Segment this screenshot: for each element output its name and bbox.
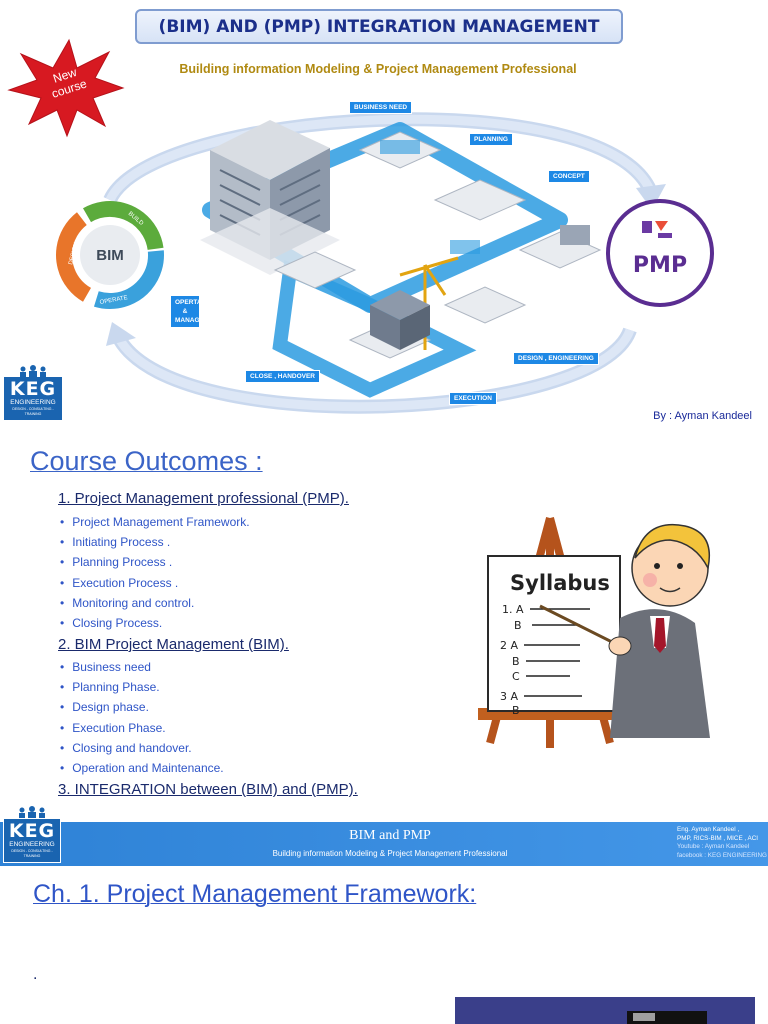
keg-logo-name: KEG xyxy=(9,378,57,400)
svg-text:2 A: 2 A xyxy=(500,639,518,652)
svg-text:C: C xyxy=(512,670,520,683)
band-contact: Eng. Ayman Kandeel , PMP, RICS-BIM , MIC… xyxy=(677,826,767,859)
keg-logo-tagline: DESIGN - CONSULTING - TRAINING xyxy=(11,849,53,858)
keg-logo-tagline: DESIGN - CONSULTING - TRAINING xyxy=(12,407,54,416)
band-subtitle: Building information Modeling & Project … xyxy=(272,849,508,858)
keg-logo-sub: ENGINEERING xyxy=(9,841,55,848)
svg-text:B: B xyxy=(512,704,520,717)
page-title: (BIM) AND (PMP) INTEGRATION MANAGEMENT xyxy=(135,9,623,44)
tag-business-need: BUSINESS NEED xyxy=(349,101,413,114)
office-building xyxy=(200,120,340,275)
tag-operate-manage: OPERTAE & MANAGE xyxy=(170,295,206,328)
people-icon xyxy=(20,365,46,377)
list-item: Design phase. xyxy=(60,697,224,717)
section-integration-title: 3. INTEGRATION between (BIM) and (PMP). xyxy=(58,781,358,798)
tag-execution: EXECUTION xyxy=(449,392,497,405)
bim-pmp-diagram: BIM DESIGN BUILD OPERATE PMP BUSINESS NE… xyxy=(40,90,740,420)
svg-text:B: B xyxy=(514,619,522,632)
bim-cycle-icon: BIM DESIGN BUILD OPERATE xyxy=(56,200,164,309)
keg-logo: KEG ENGINEERING DESIGN - CONSULTING - TR… xyxy=(4,365,62,420)
svg-text:1. A: 1. A xyxy=(502,603,524,616)
bullet-dot: . xyxy=(33,966,38,983)
syllabus-title: Syllabus xyxy=(510,571,610,595)
band-title: BIM and PMP xyxy=(349,828,431,843)
list-item: Closing Process. xyxy=(60,613,250,633)
list-item: Planning Process . xyxy=(60,552,250,572)
svg-text:DESIGN: DESIGN xyxy=(68,242,80,266)
tag-planning: PLANNING xyxy=(469,133,513,146)
outcomes-heading: Course Outcomes : xyxy=(30,446,263,476)
svg-text:3 A: 3 A xyxy=(500,690,518,703)
tag-close-handover: CLOSE , HANDOVER xyxy=(245,370,321,383)
list-item: Execution Process . xyxy=(60,573,250,593)
pmp-logo-text: PMP xyxy=(633,253,687,278)
list-item: Closing and handover. xyxy=(60,738,224,758)
tag-design-engineering: DESIGN , ENGINEERING xyxy=(513,352,599,365)
teacher-syllabus-illustration: Syllabus 1. A B 2 A B C 3 A B xyxy=(478,516,710,748)
keg-logo-footer: KEG ENGINEERING DESIGN - CONSULTING - TR… xyxy=(3,806,61,863)
tag-concept: CONCEPT xyxy=(548,170,590,183)
list-item: Execution Phase. xyxy=(60,718,224,738)
list-item: Planning Phase. xyxy=(60,677,224,697)
list-item: Business need xyxy=(60,657,224,677)
section-pmp-title: 1. Project Management professional (PMP)… xyxy=(58,490,349,507)
page-subtitle: Building information Modeling & Project … xyxy=(179,62,577,76)
footer-band: BIM and PMP Building information Modelin… xyxy=(0,822,768,866)
section-bim-list: Business need Planning Phase. Design pha… xyxy=(60,657,224,778)
list-item: Project Management Framework. xyxy=(60,512,249,532)
new-course-badge xyxy=(7,38,125,138)
list-item: Initiating Process . xyxy=(60,532,250,552)
chapter-heading: Ch. 1. Project Management Framework: xyxy=(33,880,477,908)
list-item: Operation and Maintenance. xyxy=(60,758,223,778)
diagram-canvas: BIM DESIGN BUILD OPERATE PMP xyxy=(56,112,714,414)
pmp-logo: PMP xyxy=(606,199,714,307)
section-bim-title: 2. BIM Project Management (BIM). xyxy=(58,636,289,653)
list-item: Monitoring and control. xyxy=(60,593,250,613)
keg-logo-sub: ENGINEERING xyxy=(10,399,56,406)
svg-text:OPERATE: OPERATE xyxy=(99,295,128,306)
svg-text:B: B xyxy=(512,655,520,668)
section-pmp-list: Project Management Framework. Initiating… xyxy=(60,512,250,633)
bim-cycle-center: BIM xyxy=(96,247,124,264)
bottom-image xyxy=(455,997,755,1024)
keg-logo-name: KEG xyxy=(8,820,56,842)
author-line: By : Ayman Kandeel xyxy=(653,410,752,422)
people-icon xyxy=(19,806,45,818)
